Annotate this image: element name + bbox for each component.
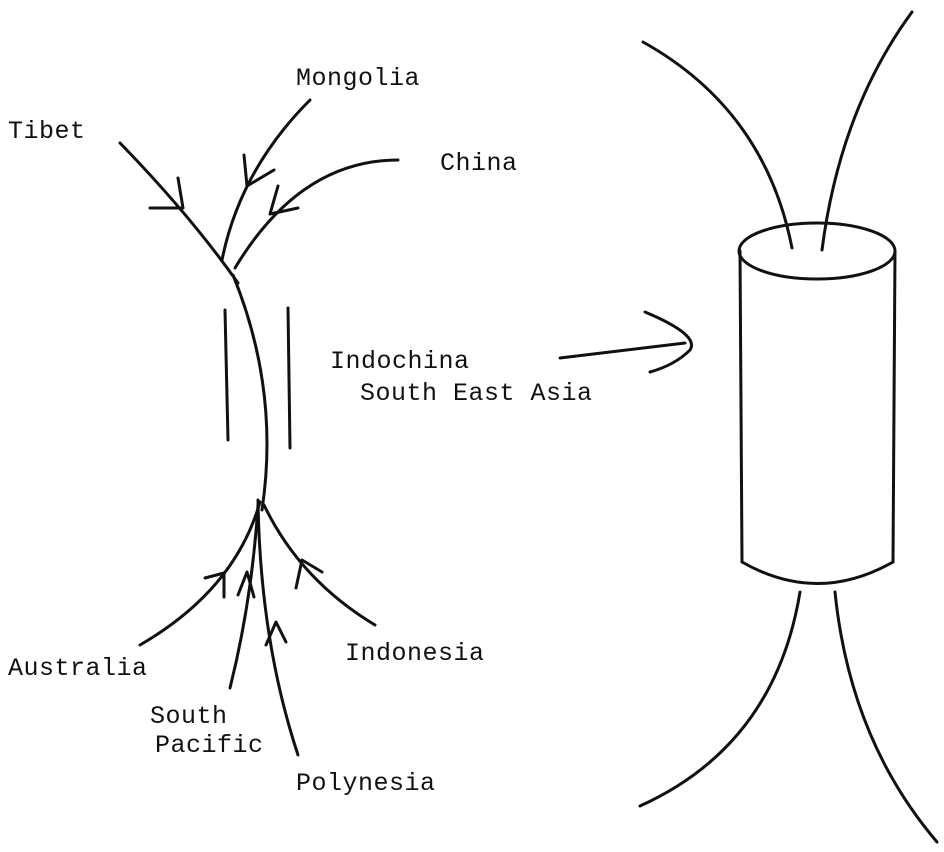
australia-flow-line — [140, 502, 260, 645]
cylinder-outflow-right — [835, 592, 937, 842]
label-indonesia: Indonesia — [345, 639, 485, 668]
cylinder-right-side — [893, 251, 895, 562]
cylinder-outflow-left — [640, 592, 800, 806]
tibet-flow-line — [120, 143, 238, 283]
cylinder-left-side — [740, 251, 742, 562]
label-south-pacific-line1: South — [150, 702, 228, 731]
label-south-east-asia: South East Asia — [360, 379, 593, 408]
indonesia-arrowhead — [296, 560, 322, 588]
pointer-arrow-shaft — [560, 343, 685, 358]
cylinder-inflow-left — [643, 42, 792, 248]
label-indochina: Indochina — [330, 347, 470, 376]
label-china: China — [440, 149, 518, 178]
cylinder-inflow-right — [822, 12, 912, 250]
trunk-line — [233, 275, 267, 510]
label-south-pacific-line2: Pacific — [155, 731, 264, 760]
label-australia: Australia — [8, 654, 148, 683]
cylinder-top — [739, 223, 895, 279]
label-mongolia: Mongolia — [296, 64, 420, 93]
corridor-left-wall — [225, 310, 228, 440]
china-flow-line — [235, 160, 398, 268]
label-tibet: Tibet — [8, 117, 86, 146]
label-polynesia: Polynesia — [296, 769, 436, 798]
indonesia-flow-line — [264, 505, 375, 625]
mongolia-flow-line — [222, 100, 310, 260]
cylinder-bottom — [742, 562, 893, 584]
china-arrowhead — [270, 186, 298, 214]
corridor-right-wall — [288, 308, 290, 448]
